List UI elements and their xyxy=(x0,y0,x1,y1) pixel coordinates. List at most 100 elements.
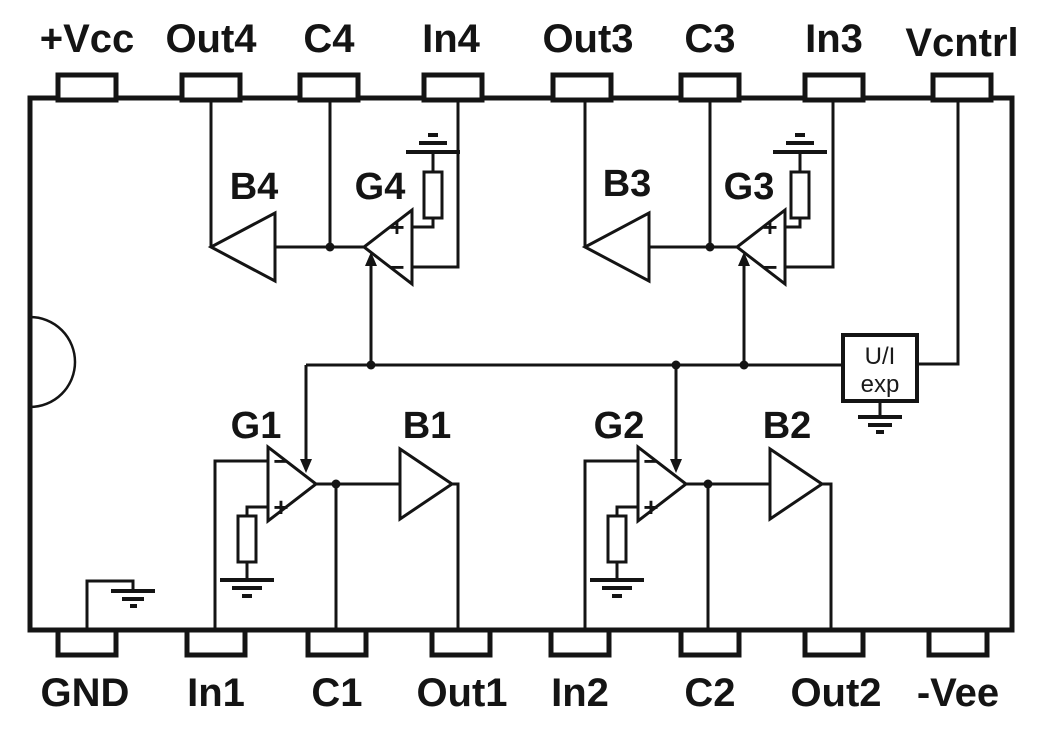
pin-labels-bottom: GND In1 C1 Out1 In2 C2 Out2 -Vee xyxy=(41,671,1000,715)
ground-symbol-converter xyxy=(858,415,902,434)
ui-exp-box xyxy=(841,333,919,403)
junction-c3 xyxy=(705,242,715,252)
resistor-g3 xyxy=(789,170,811,220)
pin-box-vcc xyxy=(55,72,119,103)
label-g4: G4 xyxy=(355,166,406,208)
channel-4: + − B4 G4 xyxy=(207,100,460,365)
pin-labels-top: +Vcc Out4 C4 In4 Out3 C3 In3 Vcntrl xyxy=(40,17,1019,65)
pin-box-vee xyxy=(926,627,990,658)
chip-notch xyxy=(29,315,77,409)
pin-label-out1: Out1 xyxy=(416,671,507,715)
pin-box-c4 xyxy=(297,72,361,103)
channel-1: − + G1 B1 xyxy=(213,365,460,630)
gnd-tie xyxy=(85,579,155,630)
bias-rail xyxy=(306,360,843,370)
gain-cell-g3-triangle xyxy=(734,206,787,288)
bias-arrow-g4 xyxy=(365,252,377,266)
label-g2: G2 xyxy=(594,405,645,447)
g4-minus-sign: − xyxy=(389,252,404,282)
pin-box-out2 xyxy=(802,627,866,658)
wire-in1-to-g1-minus xyxy=(213,459,268,630)
pin-label-in3: In3 xyxy=(805,17,863,61)
ui-exp-label-line2: exp xyxy=(861,371,900,398)
gain-cell-g4-triangle xyxy=(361,206,414,288)
bias-arrow-g2 xyxy=(670,459,682,473)
label-g3: G3 xyxy=(724,166,775,208)
pin-label-vcc: +Vcc xyxy=(40,17,135,61)
pin-label-in4: In4 xyxy=(422,17,481,61)
pin-label-c1: C1 xyxy=(311,671,362,715)
wire-g1-plus-input xyxy=(245,505,268,516)
g4-plus-sign: + xyxy=(389,212,404,242)
g1-minus-sign: − xyxy=(273,446,288,476)
buffer-b2-triangle xyxy=(768,446,825,522)
wire-b2-to-out2 xyxy=(822,482,833,630)
pins-bottom xyxy=(55,627,990,658)
gain-cell-g1-triangle xyxy=(266,443,319,525)
pin-label-out4: Out4 xyxy=(165,17,257,61)
pin-label-vee: -Vee xyxy=(917,671,999,715)
wire-g3-plus-input xyxy=(785,218,802,229)
pin-box-c2 xyxy=(678,627,742,658)
wire-in3-to-g3-minus xyxy=(785,100,835,269)
channel-2: − + G2 B2 xyxy=(583,365,833,630)
pin-box-in4 xyxy=(421,72,485,103)
label-b1: B1 xyxy=(403,405,452,447)
ui-exp-label-line1: U/I xyxy=(865,343,896,370)
pin-label-in1: In1 xyxy=(187,671,245,715)
bias-arrow-g3 xyxy=(738,252,750,266)
pin-box-out3 xyxy=(550,72,614,103)
bias-arrow-g1 xyxy=(300,459,312,473)
pin-box-out4 xyxy=(179,72,243,103)
pin-box-gnd xyxy=(55,627,119,658)
channel-3: + − B3 G3 xyxy=(581,100,835,365)
g2-minus-sign: − xyxy=(643,446,658,476)
buffer-b1-triangle xyxy=(398,446,455,522)
pin-box-c3 xyxy=(678,72,742,103)
junction-c4 xyxy=(325,242,335,252)
gain-cell-g2-triangle xyxy=(636,443,689,525)
ui-exp-converter: U/I exp xyxy=(841,100,960,434)
g3-minus-sign: − xyxy=(762,252,777,282)
label-g1: G1 xyxy=(231,405,282,447)
label-b2: B2 xyxy=(763,405,812,447)
resistor-g4 xyxy=(422,170,444,220)
label-b3: B3 xyxy=(603,163,652,205)
pin-label-c3: C3 xyxy=(684,17,735,61)
wire-g4-plus-input xyxy=(412,218,435,229)
ground-symbol-g4 xyxy=(406,133,460,154)
pin-label-out3: Out3 xyxy=(542,17,633,61)
resistor-g2 xyxy=(606,514,628,564)
pin-label-c2: C2 xyxy=(684,671,735,715)
wire-vcntrl-to-converter xyxy=(917,100,960,366)
wire-b1-to-out1 xyxy=(452,482,460,630)
pin-box-in3 xyxy=(802,72,866,103)
wire-gnd-stub xyxy=(85,579,135,630)
pin-label-out2: Out2 xyxy=(790,671,881,715)
pin-label-vcntrl: Vcntrl xyxy=(905,21,1018,65)
g2-plus-sign: + xyxy=(643,492,658,522)
junction-bias-g4 xyxy=(366,360,376,370)
wire-in4-to-g4-minus xyxy=(412,100,460,269)
ground-symbol-gnd-pin xyxy=(111,589,155,608)
junction-bias-g3 xyxy=(739,360,749,370)
pin-box-in1 xyxy=(184,627,248,658)
ground-symbol-g3 xyxy=(773,133,827,154)
pin-box-in2 xyxy=(548,627,612,658)
pin-box-c1 xyxy=(305,627,369,658)
pin-label-c4: C4 xyxy=(303,17,355,61)
ground-symbol-g1 xyxy=(220,578,274,598)
pin-label-in2: In2 xyxy=(551,671,609,715)
label-b4: B4 xyxy=(230,166,279,208)
pin-box-out1 xyxy=(429,627,493,658)
wire-g2-plus-input xyxy=(615,505,638,516)
g1-plus-sign: + xyxy=(273,492,288,522)
pin-label-gnd: GND xyxy=(41,671,130,715)
g3-plus-sign: + xyxy=(762,212,777,242)
junction-bias-g2 xyxy=(671,360,681,370)
ground-symbol-g2 xyxy=(590,578,644,598)
pin-box-vcntrl xyxy=(930,72,994,103)
resistor-g1 xyxy=(236,514,258,564)
